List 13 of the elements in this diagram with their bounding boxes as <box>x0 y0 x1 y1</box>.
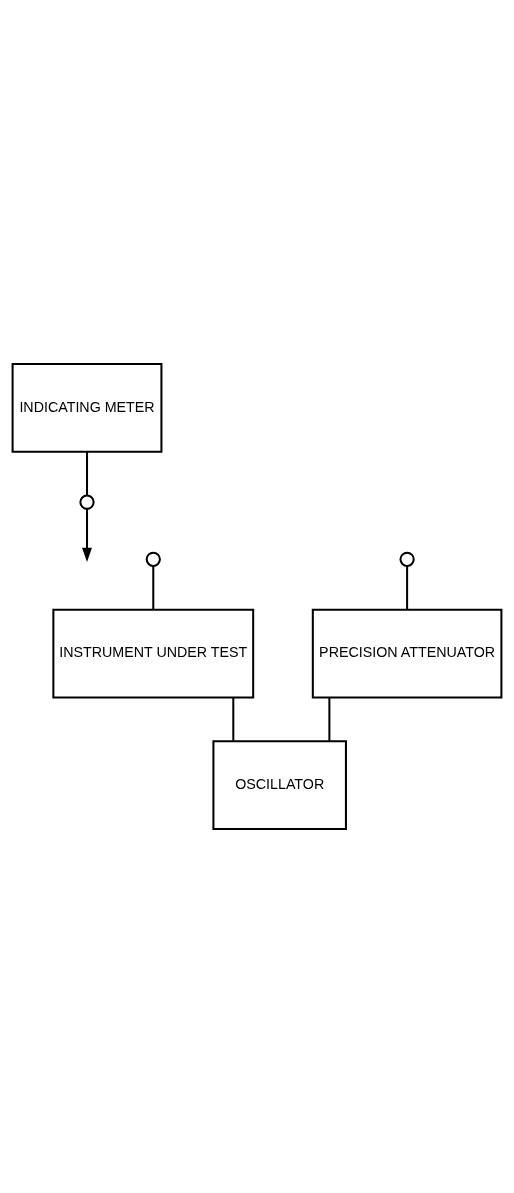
connector <box>152 566 155 610</box>
connector <box>86 451 89 496</box>
node-box: OSCILLATOR <box>212 740 347 830</box>
arrow <box>82 509 92 562</box>
connector <box>328 697 331 741</box>
node-box: INDICATING METER <box>11 363 163 453</box>
connector <box>232 697 235 741</box>
node-box: INSTRUMENT UNDER TEST <box>52 608 255 699</box>
node-box: PRECISION ATTENUATOR <box>311 608 503 699</box>
node-circle <box>399 551 415 567</box>
node-circle <box>79 494 95 510</box>
node-circle <box>145 551 161 567</box>
connector <box>406 566 409 610</box>
